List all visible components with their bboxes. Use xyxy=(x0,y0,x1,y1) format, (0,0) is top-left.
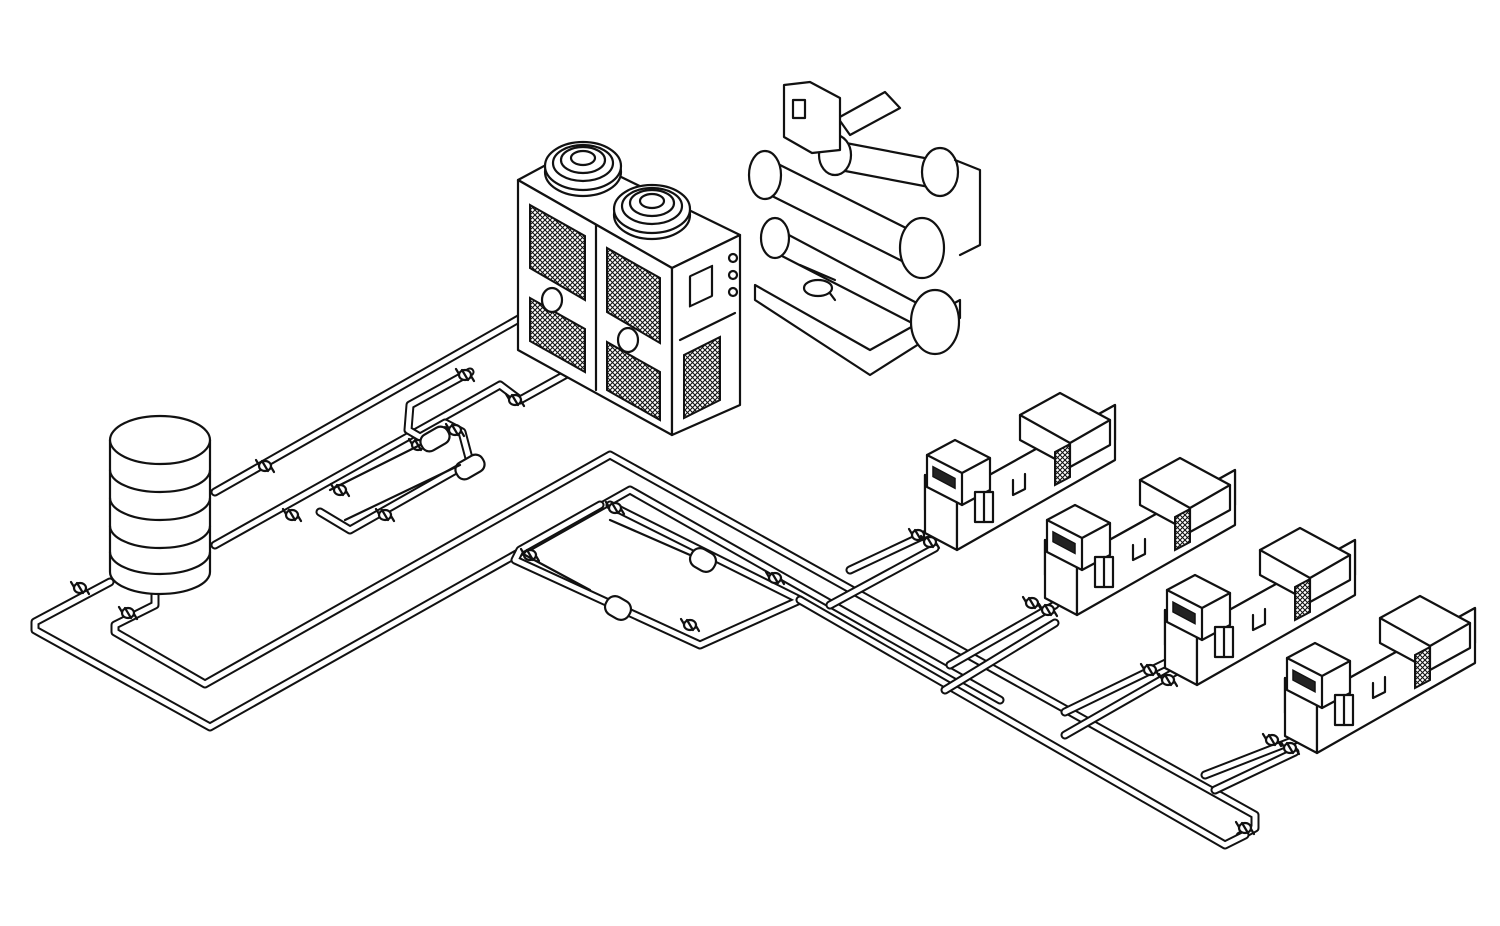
main-loop-outer-pipe xyxy=(30,485,1005,732)
valve-icon xyxy=(254,458,276,474)
valve-icon xyxy=(679,617,701,633)
ahu-icon xyxy=(1043,456,1237,617)
primary-pump-bypass-pipe xyxy=(315,367,475,535)
valve-icon xyxy=(1157,672,1179,688)
valve-icon xyxy=(1261,732,1283,748)
valve-icon xyxy=(504,392,526,408)
chiller-supply-pipe xyxy=(210,295,557,497)
pump-pair-icon xyxy=(328,425,486,522)
valve-icon xyxy=(1234,820,1256,836)
air-cooled-chiller xyxy=(516,140,742,437)
valve-icon xyxy=(604,500,626,516)
valve-icon xyxy=(69,580,91,596)
valve-icon xyxy=(1021,595,1043,611)
valve-set xyxy=(69,367,1301,836)
secondary-pump-loop-pipe xyxy=(510,500,805,650)
chiller-return-pipe xyxy=(210,335,633,550)
cylindrical-tank-icon xyxy=(108,414,212,596)
secondary-pump-group xyxy=(523,518,718,621)
valve-icon xyxy=(1279,740,1301,756)
valve-icon xyxy=(444,422,466,438)
primary-pump-group xyxy=(328,425,486,522)
dual-fan-chiller-icon xyxy=(516,140,742,437)
ahu-icon xyxy=(1163,526,1357,687)
valve-icon xyxy=(117,605,139,621)
air-handling-unit-1 xyxy=(923,391,1117,552)
water-storage-tank xyxy=(108,414,212,596)
valve-icon xyxy=(919,534,941,550)
fan-icon xyxy=(543,140,623,198)
valve-icon xyxy=(281,507,303,523)
ahu-group xyxy=(923,391,1477,755)
air-handling-unit-4 xyxy=(1283,594,1477,755)
fan-icon xyxy=(612,183,692,241)
main-loop-inner-pipe xyxy=(110,450,1260,841)
valve-icon xyxy=(454,367,476,383)
valve-icon xyxy=(1037,602,1059,618)
ahu-icon xyxy=(923,391,1117,552)
ahu-icon xyxy=(1283,594,1477,755)
valve-icon xyxy=(1139,662,1161,678)
pipe-network xyxy=(30,295,1300,850)
air-handling-unit-2 xyxy=(1043,456,1237,617)
air-handling-unit-3 xyxy=(1163,526,1357,687)
valve-icon xyxy=(764,570,786,586)
screw-chiller-icon xyxy=(747,80,982,377)
ahu-return-header-pipe xyxy=(795,595,1250,850)
ahu-branch-pipes xyxy=(825,525,1300,795)
pump-pair-icon xyxy=(523,518,718,621)
valve-icon xyxy=(374,507,396,523)
water-cooled-screw-chiller xyxy=(747,80,982,377)
